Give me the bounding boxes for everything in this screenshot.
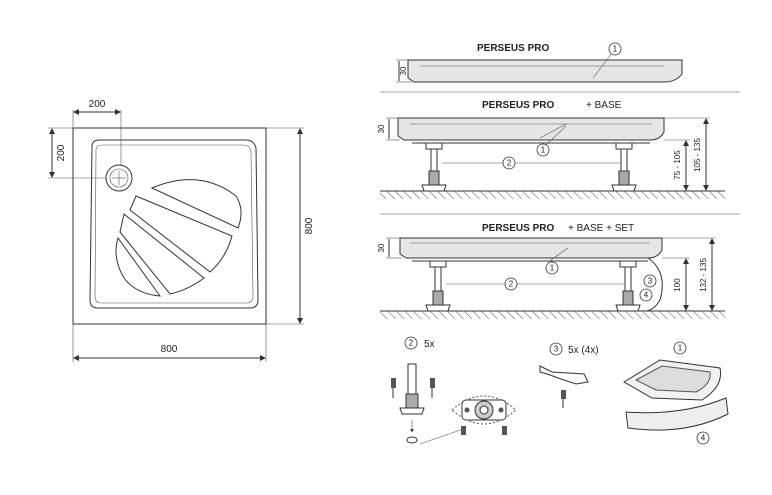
- plan-dim-left: 200: [56, 144, 67, 161]
- panel2-suffix: + BASE: [586, 100, 622, 111]
- part-legs-num: 2: [409, 339, 414, 348]
- panel3-callout-tray: 1: [550, 264, 555, 273]
- basin-outline: [89, 139, 259, 309]
- clip-bracket: [539, 365, 589, 385]
- panel3-dim-legs: 100: [673, 278, 682, 292]
- leg-left: [425, 260, 451, 312]
- floor: [380, 311, 725, 319]
- front-panel: [645, 257, 663, 312]
- panel3-dim-thickness: 30: [377, 243, 386, 252]
- part-clips-qty: 5x (4x): [568, 345, 599, 356]
- part-tray-panel: 1 4: [623, 341, 729, 445]
- part-clips-num: 3: [554, 345, 559, 354]
- tray-outline: [72, 127, 267, 325]
- panel3-dim-total: 132 - 135: [699, 258, 708, 292]
- panel3-suffix: + BASE + SET: [568, 223, 634, 234]
- part-clips: 3 5x (4x): [539, 342, 599, 408]
- tray-section: [397, 117, 665, 141]
- panel3-title: PERSEUS PRO: [482, 223, 554, 234]
- basin-inner-edge: [94, 144, 254, 304]
- plan-dim-top: 200: [89, 99, 106, 110]
- panel2-dim-total: 105 - 135: [693, 138, 702, 172]
- panel3-callout-panel: 4: [644, 291, 649, 300]
- tray-section: [399, 237, 663, 259]
- plan-view: 200 200 800 800: [48, 99, 315, 362]
- leg-right: [611, 142, 637, 192]
- panel2-dim-thickness: 30: [377, 124, 386, 133]
- front-panel-iso: [625, 397, 729, 431]
- section-tray-only: PERSEUS PRO 30 1: [380, 42, 740, 93]
- section-tray-base: PERSEUS PRO + BASE 30 2 1: [377, 100, 740, 215]
- panel3-callout-clip: 3: [648, 277, 653, 286]
- leg-left: [421, 142, 447, 192]
- part-legs: 2 5x: [391, 336, 517, 445]
- panel2-callout-tray: 1: [541, 146, 546, 155]
- panel1-dim-thickness: 30: [399, 66, 408, 75]
- part-panel-num: 4: [701, 434, 706, 443]
- panel3-callout-legs: 2: [509, 280, 514, 289]
- leg-right: [615, 260, 641, 312]
- panel2-dim-legs: 75 - 105: [673, 150, 682, 180]
- panel1-callout-tray: 1: [613, 45, 618, 54]
- plan-dim-bottom: 800: [161, 344, 178, 355]
- plan-dim-right: 800: [304, 217, 315, 234]
- part-tray-num: 1: [678, 344, 683, 353]
- panel2-callout-legs: 2: [507, 159, 512, 168]
- floor: [380, 191, 725, 199]
- floor-ribs: [115, 179, 242, 297]
- section-tray-base-set: PERSEUS PRO + BASE + SET 30 2 1 3: [377, 223, 725, 319]
- part-legs-qty: 5x: [424, 339, 435, 350]
- panel1-title: PERSEUS PRO: [477, 43, 549, 54]
- tray-section: [407, 59, 683, 83]
- panel2-title: PERSEUS PRO: [482, 100, 554, 111]
